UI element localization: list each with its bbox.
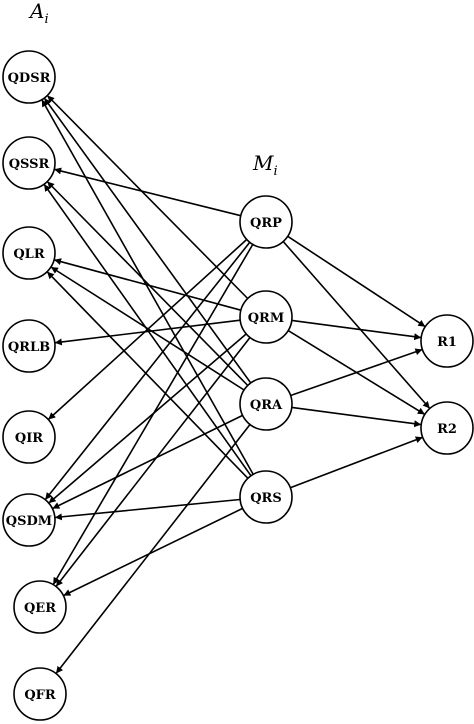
edge-qrs-to-qdsr (41, 99, 254, 475)
edge-qrm-to-qer (55, 337, 251, 587)
edge-qra-to-qlr (50, 266, 245, 391)
node-qrm: QRM (239, 290, 293, 344)
node-qssr: QSSR (2, 136, 56, 190)
node-qsdm: QSDM (2, 493, 56, 547)
node-qrp: QRP (239, 195, 293, 249)
node-label: QIR (15, 431, 43, 446)
node-circle (239, 195, 293, 249)
node-circle (239, 470, 293, 524)
node-label: QRM (248, 311, 285, 326)
edge-qrm-to-qrlb (54, 319, 241, 346)
node-qfr: QFR (13, 667, 67, 721)
left-column-header: Ai (28, 0, 49, 27)
edge-qrs-to-qsdm (54, 498, 241, 521)
node-circle (2, 226, 56, 280)
edge-qrs-to-qssr (43, 183, 252, 477)
node-label: R2 (437, 422, 457, 437)
node-qer: QER (13, 580, 67, 634)
node-circle (420, 401, 474, 455)
node-circle (2, 50, 56, 104)
node-qir: QIR (2, 410, 56, 464)
middle-column-header: Mi (252, 151, 278, 179)
node-circle (13, 667, 67, 721)
node-label: R1 (437, 335, 457, 350)
node-label: QLR (13, 247, 44, 262)
edge-qra-to-qfr (55, 424, 251, 674)
node-label: QRLB (8, 340, 50, 355)
node-circle (2, 493, 56, 547)
node-label: QDSR (8, 71, 51, 86)
node-circle (239, 377, 293, 431)
edge-qrm-to-qsdm (48, 333, 247, 504)
node-circle (420, 314, 474, 368)
edge-qrs-to-qer (63, 507, 243, 597)
node-qrlb: QRLB (2, 319, 56, 373)
edge-qrp-to-r1 (287, 235, 426, 328)
node-label: QRS (250, 491, 282, 506)
edge-qrp-to-qssr (54, 167, 241, 217)
node-label: QRA (250, 398, 283, 413)
edges-layer (41, 94, 431, 674)
node-circle (13, 580, 67, 634)
node-circle (239, 290, 293, 344)
edge-qrm-to-qlr (53, 258, 242, 311)
node-label: QRP (250, 216, 282, 231)
edge-qra-to-qdsr (43, 97, 252, 384)
node-label: QER (24, 601, 56, 616)
edge-qrp-to-r2 (282, 240, 431, 410)
edge-qra-to-r1 (290, 348, 423, 397)
node-label: QSDM (6, 514, 52, 529)
node-circle (2, 319, 56, 373)
node-r2: R2 (420, 401, 474, 455)
edge-qrm-to-r1 (291, 319, 422, 341)
node-qrs: QRS (239, 470, 293, 524)
edge-qra-to-qssr (46, 180, 249, 387)
edge-qra-to-r2 (291, 406, 422, 428)
edge-qrm-to-qdsr (46, 94, 249, 300)
node-label: QFR (24, 688, 56, 703)
node-qdsr: QDSR (2, 50, 56, 104)
node-qlr: QLR (2, 226, 56, 280)
nodes-layer: QDSR QSSR QLR QRLB QIR QSDM QER QFR QRP QRM QRA QRS… (2, 50, 474, 721)
node-r1: R1 (420, 314, 474, 368)
node-circle (2, 410, 56, 464)
node-label: QSSR (9, 157, 50, 172)
node-qra: QRA (239, 377, 293, 431)
edge-qra-to-qsdm (52, 414, 243, 510)
edge-qrs-to-qlr (46, 271, 249, 479)
node-circle (2, 136, 56, 190)
edge-qrp-to-qsdm (44, 241, 251, 501)
edge-qrs-to-r2 (290, 436, 423, 489)
